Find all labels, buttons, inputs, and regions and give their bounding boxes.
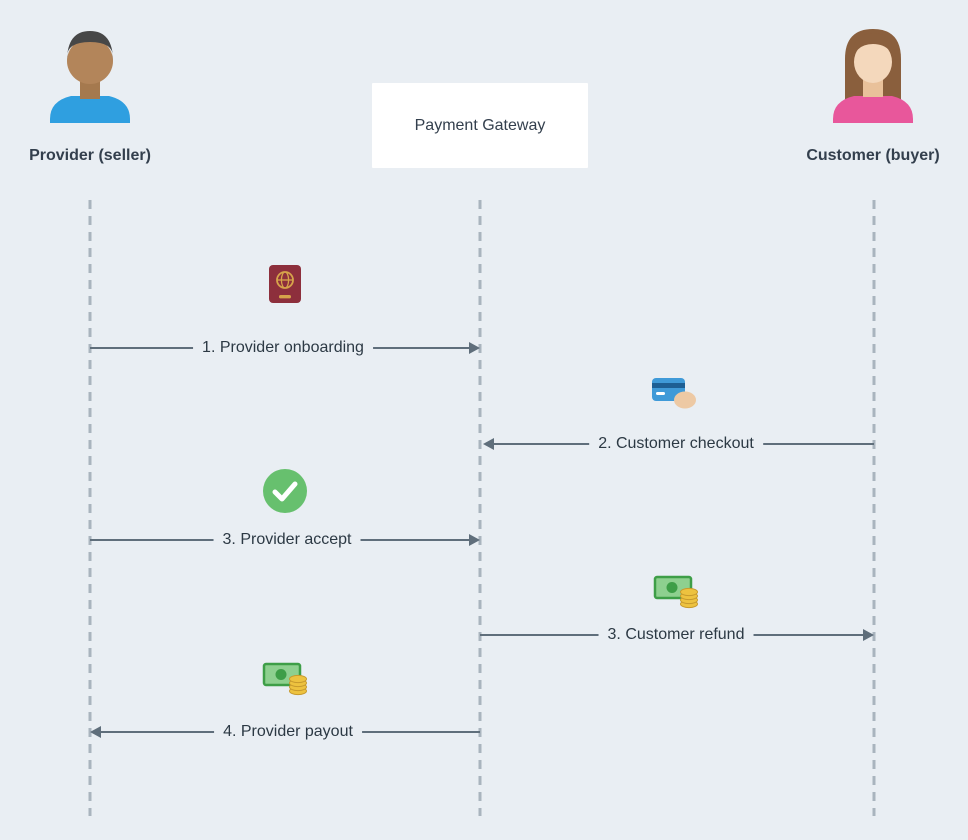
arrowhead-right-icon bbox=[469, 342, 480, 354]
message-label-checkout: 2. Customer checkout bbox=[589, 435, 763, 453]
money-icon bbox=[262, 657, 310, 697]
message-label-payout: 4. Provider payout bbox=[214, 723, 362, 741]
gateway-lifeline bbox=[478, 200, 482, 816]
message-label-onboarding: 1. Provider onboarding bbox=[193, 339, 373, 357]
provider-avatar-icon bbox=[45, 17, 135, 123]
message-label-accept: 3. Provider accept bbox=[213, 531, 361, 549]
arrowhead-right-icon bbox=[863, 629, 874, 641]
arrowhead-right-icon bbox=[469, 534, 480, 546]
message-label-refund: 3. Customer refund bbox=[598, 626, 754, 644]
arrowhead-left-icon bbox=[483, 438, 494, 450]
customer-avatar-icon bbox=[828, 17, 918, 123]
customer-lifeline bbox=[872, 200, 876, 816]
provider-lifeline bbox=[88, 200, 92, 816]
payment-gateway-label: Payment Gateway bbox=[414, 116, 546, 134]
check-icon bbox=[262, 468, 308, 514]
arrowhead-left-icon bbox=[90, 726, 101, 738]
passport-icon bbox=[268, 264, 302, 304]
provider-actor-label: Provider (seller) bbox=[29, 147, 151, 164]
money-icon bbox=[653, 570, 701, 610]
customer-actor-label: Customer (buyer) bbox=[806, 147, 940, 164]
payment-gateway-box: Payment Gateway bbox=[372, 83, 588, 168]
credit-card-icon bbox=[651, 375, 697, 409]
